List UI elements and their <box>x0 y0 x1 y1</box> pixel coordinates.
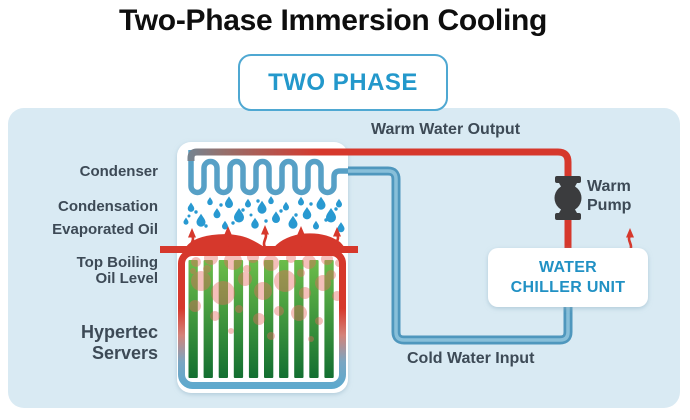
server-bars-icon <box>188 260 334 378</box>
label-cold-water-input: Cold Water Input <box>407 350 535 367</box>
cold-water-pipe <box>348 166 573 345</box>
label-warm-water-output: Warm Water Output <box>371 121 521 138</box>
oil-bubbles-icon <box>189 256 339 342</box>
warm-water-pipe <box>187 148 572 252</box>
condensation-droplets-icon <box>183 196 345 233</box>
two-phase-badge-label: TWO PHASE <box>268 68 418 96</box>
oil-level-line <box>160 246 358 253</box>
label-top-boiling-oil-level: Top Boiling Oil Level <box>76 254 158 287</box>
label-condenser: Condenser <box>79 163 158 180</box>
page-title: Two-Phase Immersion Cooling <box>118 4 548 37</box>
water-chiller-unit-label: WATER CHILLER UNIT <box>510 259 626 296</box>
water-chiller-unit-box <box>488 248 648 307</box>
boiling-oil-surface-icon <box>160 233 358 253</box>
label-evaporated-oil: Evaporated Oil <box>52 221 158 238</box>
pump-icon <box>554 176 582 220</box>
label-warm-pump: Warm Pump <box>587 178 632 214</box>
condenser-coil-icon <box>188 150 348 196</box>
server-tank <box>178 249 346 389</box>
two-phase-badge: TWO PHASE <box>238 54 448 111</box>
label-condensation: Condensation <box>58 198 158 215</box>
label-hypertec-servers: Hypertec Servers <box>80 322 158 363</box>
